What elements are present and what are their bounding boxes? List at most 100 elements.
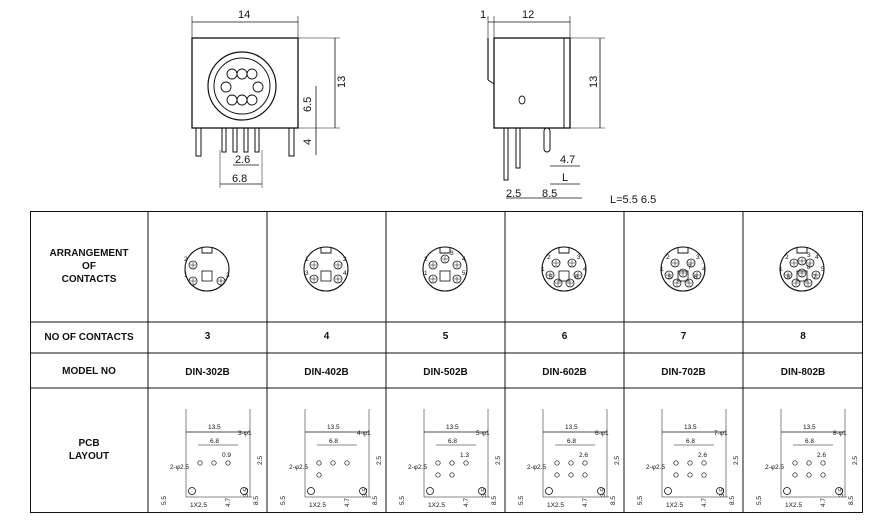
pcb-bottom-pitch-label: 1X2.5: [666, 502, 683, 509]
pin-number-label: 8: [807, 264, 811, 271]
pcb-v-pitch-label: 2.5: [495, 456, 502, 465]
flange-dim-label: 1: [480, 9, 486, 21]
contact-pin: [452, 260, 462, 270]
pcb-bottom-right-label: 8.5: [610, 496, 617, 505]
pin-number-label: 4: [462, 256, 466, 263]
pin-span-label: 8.5: [542, 188, 557, 200]
contact-pin: [567, 258, 577, 268]
pin-number-label: 3: [305, 270, 309, 277]
pcb-hole: [435, 472, 441, 478]
pcb-hole: [820, 460, 826, 466]
pin-number-label: 5: [462, 270, 466, 277]
pin-number-label: 2: [785, 254, 789, 261]
pcb-bottom-pitch-label: 1X2.5: [309, 502, 326, 509]
pcb-mount-hole: [478, 487, 486, 495]
pcb-bottom-right-label: 8.5: [729, 496, 736, 505]
row-label-contacts: NO OF CONTACTS: [44, 332, 134, 343]
pcb-mid-pitch-label: 2.6: [817, 452, 826, 459]
pcb-bottom-left-label: 5.5: [280, 496, 287, 505]
pcb-hole: [316, 460, 322, 466]
contact-pin: [573, 270, 583, 280]
pcb-v-pitch-label: 2.5: [257, 456, 264, 465]
contact-pin: [670, 258, 680, 268]
pcb-v-pitch-label: 2.5: [852, 456, 859, 465]
pcb-inner-label: 6.8: [210, 438, 219, 445]
pcb-bottom-mid-label: 4.7: [344, 498, 351, 507]
pcb-mount-hole: [783, 487, 791, 495]
contact-pin: [664, 270, 674, 280]
l-dim-label: L: [562, 172, 568, 184]
pcb-mount-holes-label: 2-φ2.5: [765, 464, 784, 471]
contact-pin: [333, 260, 343, 270]
pin-number-label: 2: [343, 256, 347, 263]
pcb-mount-hole: [359, 487, 367, 495]
arrangement-line-2: OF: [82, 261, 96, 272]
pin-number-label: 4: [702, 266, 706, 273]
pin-number-label: 7: [813, 274, 817, 281]
front-view-drawing: 14 13 6.5 4 2.6 6.8: [191, 9, 348, 188]
pin-number-label: 1: [424, 270, 428, 277]
pcb-v-pitch-label: 2.5: [733, 456, 740, 465]
pcb-mount-holes-label: 2-φ2.5: [408, 464, 427, 471]
contact-pin: [805, 258, 815, 268]
height-dim-label: 13: [336, 76, 348, 88]
pcb-bottom-mid-label: 4.7: [582, 498, 589, 507]
pcb-bottom-left-label: 5.5: [756, 496, 763, 505]
pcb-hole: [806, 472, 812, 478]
pcb-bottom-right-label: 8.5: [491, 496, 498, 505]
pcb-hole: [806, 460, 812, 466]
row-label-arrangement: ARRANGEMENT OF CONTACTS: [30, 247, 148, 286]
pin-number-label: 1: [779, 266, 783, 273]
pin-number-label: 3: [226, 272, 230, 279]
pin-number-label: 6: [575, 274, 579, 281]
contact-pin: [684, 278, 694, 288]
contact-pin: [428, 274, 438, 284]
pcb-l-dim-label: 3.5: [362, 488, 369, 497]
pcb-hole: [554, 472, 560, 478]
pin-number-label: 6: [787, 274, 791, 281]
pcb-mid-pitch-label: 2.6: [698, 452, 707, 459]
pcb-bottom-pitch-label: 1X2.5: [428, 502, 445, 509]
pcb-mount-holes-label: 2-φ2.5: [527, 464, 546, 471]
model-cell-502: DIN-502B: [423, 367, 468, 378]
arrangement-line-3: CONTACTS: [61, 274, 117, 285]
pcb-hole: [197, 460, 203, 466]
pin-number-label: 4: [815, 254, 819, 261]
pcb-hole: [582, 472, 588, 478]
pcb-bottom-left-label: 5.5: [161, 496, 168, 505]
contact-pin: [692, 270, 702, 280]
pcb-hole: [316, 472, 322, 478]
arrangement-diagram-3: 123: [184, 246, 230, 292]
pcb-hole: [211, 460, 217, 466]
contact-pin: [188, 276, 198, 286]
contacts-cell-4: 4: [323, 331, 330, 342]
pin-number-label: 4: [583, 266, 587, 273]
offset-dim-label: 4.7: [560, 154, 575, 166]
pin-number-label: 1: [541, 266, 545, 273]
contact-pin: [789, 258, 799, 268]
pin-number-label: 1: [184, 272, 188, 279]
pcb-span-label: 13.5: [446, 424, 459, 431]
pcb-mount-holes-label: 2-φ2.5: [170, 464, 189, 471]
pcb-span-label: 13.5: [327, 424, 340, 431]
pcb-mid-pitch-label: 2.6: [579, 452, 588, 459]
pin-number-label: 3: [807, 252, 811, 259]
model-cell-702: DIN-702B: [661, 367, 706, 378]
pcb-hole-note: 8-φ1: [833, 430, 847, 437]
center-dim-label: 6.5: [302, 97, 314, 112]
pcb-bottom-mid-label: 4.7: [225, 498, 232, 507]
pcb-hole: [701, 460, 707, 466]
pcb-span-label: 13.5: [565, 424, 578, 431]
pcb-bottom-left-label: 5.5: [518, 496, 525, 505]
inner-pitch-label: 2.6: [235, 154, 250, 166]
pin-length-label: 4: [302, 139, 314, 145]
pcb-hole: [435, 460, 441, 466]
model-cell-302: DIN-302B: [185, 367, 230, 378]
contact-pin: [783, 270, 793, 280]
pcb-mount-hole: [716, 487, 724, 495]
